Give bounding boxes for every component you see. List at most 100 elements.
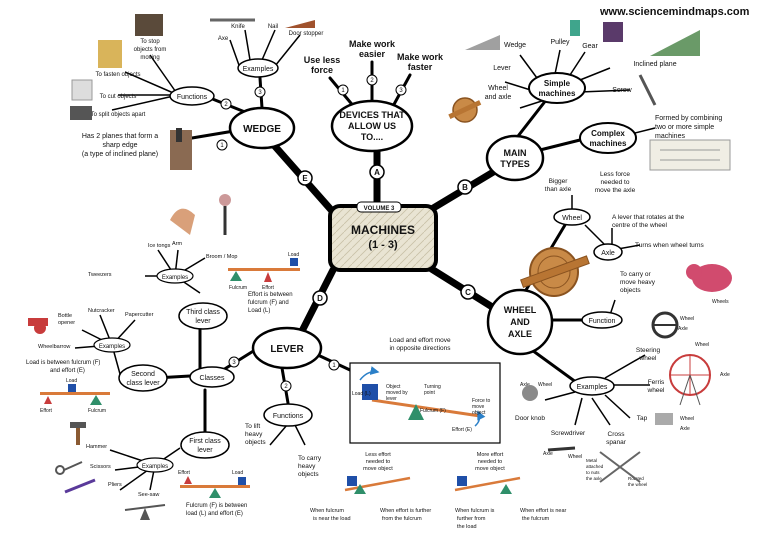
ex-tap: Tap	[637, 415, 648, 422]
first-ex-seesaw: See-saw	[138, 492, 159, 498]
center-title: MACHINES	[351, 223, 415, 237]
branch-e: E	[302, 174, 308, 183]
devices-item-3-l1: Make work	[397, 52, 444, 62]
part-axle-2: Axle	[720, 372, 730, 378]
ex-steering-2: wheel	[639, 355, 658, 362]
simple-wheel: Wheel	[488, 85, 508, 92]
wheel-axle-l1: WHEEL	[504, 305, 537, 315]
complex-desc-2: two or more simple	[655, 124, 714, 131]
main-types-l1: MAIN	[504, 148, 527, 158]
lever-fn-1b: heavy	[245, 431, 263, 438]
simple-and-axle: and axle	[485, 94, 512, 101]
third-note-1: Effort is between	[248, 292, 293, 298]
le-fulcrum: Fulcrum (F)	[420, 408, 446, 414]
function-desc-3: objects	[620, 287, 641, 294]
wedge-num-3: 3	[258, 90, 262, 96]
less-effort-2: needed to	[366, 459, 390, 465]
wedge-fn-fasten: To fasten objects	[95, 72, 140, 78]
wedge-node: WEDGE Examples Functions Knife Nail Axe …	[82, 24, 323, 158]
le-effort: Effort (E)	[452, 427, 472, 433]
complex-machine-icon	[649, 139, 731, 171]
lever-fn-2a: To carry	[298, 455, 322, 462]
second-note-1: Load is between fulcrum (F)	[26, 360, 100, 366]
branch-letters: A B C D E	[297, 164, 476, 306]
lever-fn-2c: objects	[298, 471, 319, 478]
branch-d: D	[317, 294, 323, 303]
le-object-1: Object	[386, 384, 401, 390]
lever-title: LEVER	[270, 344, 304, 355]
second-ex-wheelbarrow: Wheelbarrow	[38, 344, 70, 350]
first-ex-scissors: Scissors	[90, 464, 111, 470]
wedge-desc-1: Has 2 planes that form a	[82, 133, 158, 140]
branch-a: A	[374, 168, 380, 177]
third-diag-fulcrum: Fulcrum	[229, 285, 247, 291]
center-node: VOLUME 3 MACHINES (1 - 3)	[328, 201, 438, 272]
lever-num-2: 2	[284, 384, 288, 390]
screwdriver-icon	[547, 446, 576, 452]
devices-item-1-l2: force	[311, 65, 333, 75]
split-icon	[70, 106, 92, 120]
center-volume: VOLUME 3	[364, 206, 395, 212]
wedge-desc-2: sharp edge	[102, 142, 137, 149]
wheel-desc-2: than axle	[545, 186, 572, 193]
load-effort-box: Load and effort move in opposite directi…	[349, 337, 501, 444]
axle-label: Axle	[601, 250, 615, 257]
function-label: Function	[589, 318, 616, 325]
devices-item-3-l2: faster	[408, 62, 433, 72]
lever-functions: Functions	[273, 413, 304, 420]
when2-2: from the fulcrum	[382, 516, 422, 522]
pliers-icon	[64, 478, 96, 494]
wheel-axle-wood-icon	[520, 247, 590, 297]
site-url[interactable]: www.sciencemindmaps.com	[599, 6, 750, 18]
ex-cross-1: Cross	[608, 431, 626, 438]
complex-desc-3: machines	[655, 133, 685, 140]
wheel-axle-l3: AXLE	[508, 329, 532, 339]
lever-node: LEVER Functions Classes Third class leve…	[26, 241, 323, 517]
fence-icon	[98, 40, 122, 68]
third-ex-arm: Arm	[172, 241, 183, 247]
devices-num-3: 3	[399, 88, 403, 94]
second-note-2: and effort (E)	[50, 368, 85, 374]
number-markers: 1 2 3 1 2 3 3 2 1	[216, 74, 407, 392]
spanar-note-1: Metal	[586, 458, 597, 463]
when2-1: When effort is further	[380, 508, 431, 514]
wheel-desc2-1: Less force	[600, 171, 630, 178]
lever-fn-1c: objects	[245, 439, 266, 446]
lever-classes: Classes	[200, 375, 225, 382]
door-knob-icon	[522, 385, 538, 401]
inclined-plane-icon	[650, 30, 700, 56]
man-icon	[219, 194, 231, 235]
hammer-icon	[70, 422, 86, 445]
bottom-lever-diagrams: Less effort needed to move object More e…	[310, 452, 567, 530]
le-load: Load (L)	[352, 391, 371, 397]
first-class-diagram: Effort Load	[178, 470, 250, 498]
spanar-note-2: attached	[586, 464, 604, 469]
scissors-icon	[55, 461, 83, 475]
wheel-axle-small-icon	[448, 97, 482, 123]
first-diag-load: Load	[232, 470, 243, 476]
part-wheel-1: Wheel	[680, 316, 694, 322]
devices-line3: TO....	[361, 132, 383, 142]
third-class-l1: Third class	[186, 309, 220, 316]
when3-2: further from	[457, 516, 486, 522]
ex-steering-1: Steering	[636, 347, 661, 354]
wheel-examples-label: Examples	[577, 384, 608, 391]
wedge-icon-small	[465, 35, 500, 50]
axle-desc-1: A lever that rotates at the	[612, 214, 685, 221]
seesaw-icon	[124, 504, 166, 520]
when4-1: When effort is near	[520, 508, 567, 514]
branch-c: C	[465, 288, 471, 297]
first-note-1: Fulcrum (F) is between	[186, 503, 247, 509]
spanar-note-4: the axle	[586, 476, 602, 481]
third-note-3: Load (L)	[248, 308, 270, 314]
tap-icon	[655, 413, 673, 425]
le-turning-1: Turning	[424, 384, 441, 390]
second-diag-load: Load	[66, 378, 77, 384]
simple-inclined-plane: Inclined plane	[633, 61, 676, 68]
simple-machines-l1: Simple	[544, 79, 571, 88]
ex-cross-2: spanar	[606, 439, 627, 446]
third-ex-tweezers: Tweezers	[88, 272, 112, 278]
door-stopper-icon	[285, 20, 315, 28]
complex-machines-l1: Complex	[591, 129, 625, 138]
